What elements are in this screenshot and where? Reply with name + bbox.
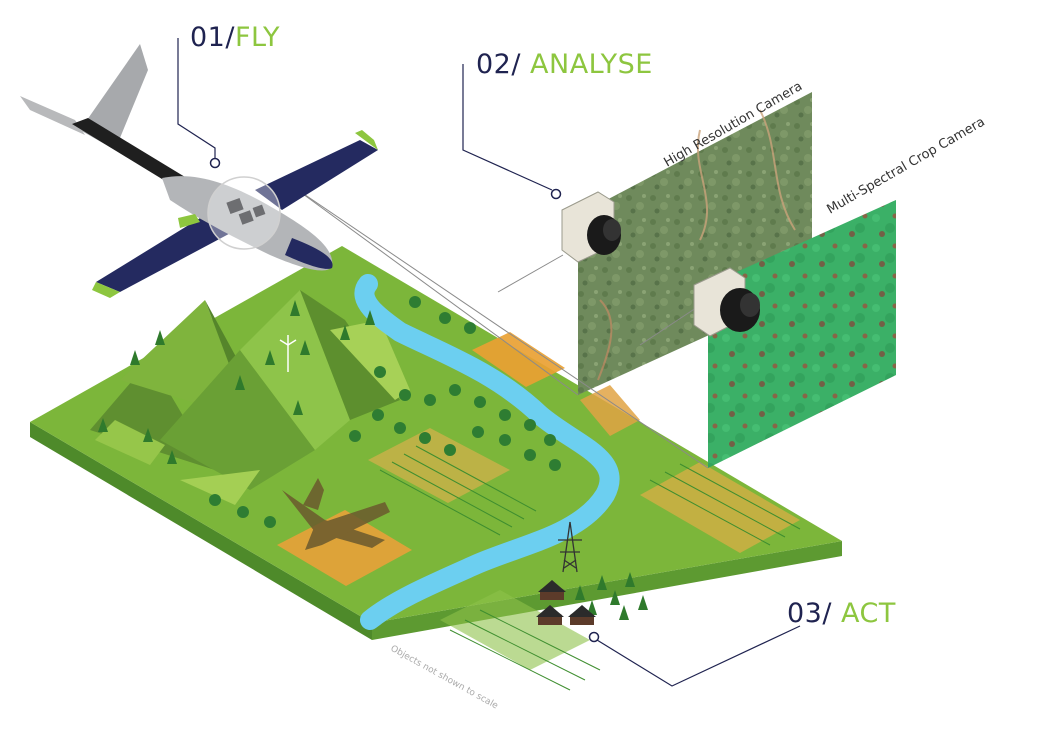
wind-turbine (279, 335, 297, 372)
plane-canard (178, 214, 200, 228)
field-orange-6 (440, 590, 590, 670)
plane-left-wing (96, 215, 240, 292)
step-02-word: ANALYSE (530, 49, 653, 80)
field-orange-1 (277, 510, 412, 586)
step-03-act: 03/ ACT (787, 598, 896, 629)
plane-shadow (282, 478, 390, 550)
plane-nose (285, 238, 333, 269)
projection-lines (291, 185, 709, 469)
field-orange-5 (640, 462, 800, 553)
step-03-word: ACT (841, 598, 896, 629)
airplane (20, 44, 378, 298)
field-orange-4 (368, 428, 510, 503)
callout-leaders (177, 38, 801, 687)
ground-map (30, 246, 842, 691)
transmission-tower (558, 521, 582, 573)
crop-rows (379, 445, 801, 691)
multispectral-image (708, 200, 896, 468)
step-01-number: 01/ (190, 22, 235, 53)
river (354, 274, 620, 630)
analyse-callout-dot (550, 188, 562, 200)
step-01-word: FLY (234, 22, 280, 53)
plane-right-wingtip (355, 130, 378, 150)
plane-left-wingtip (92, 282, 120, 298)
fly-leader-line (177, 38, 216, 158)
conifer-trees (98, 300, 648, 620)
plane-right-wing (255, 140, 378, 210)
multispectral-camera-label: Multi-Spectral Crop Camera (825, 115, 988, 218)
analyse-leader-line (462, 64, 553, 191)
step-02-number: 02/ (476, 49, 531, 80)
plane-tail-stab (20, 96, 85, 135)
act-leader-line (596, 625, 801, 687)
multispectral-camera-icon (693, 267, 760, 337)
fly-callout-dot (209, 157, 221, 169)
step-03-number: 03/ (787, 598, 842, 629)
callout-dots (209, 157, 600, 643)
scale-footnote: Objects not shown to scale (389, 644, 500, 712)
palm-trees (209, 296, 561, 528)
high-res-image (578, 92, 812, 395)
act-callout-dot (588, 631, 600, 643)
step-02-analyse: 02/ ANALYSE (476, 49, 653, 80)
plane-payload-icon (226, 197, 266, 225)
plane-boom (72, 118, 190, 190)
ground-side-left (30, 422, 372, 640)
houses (536, 580, 596, 625)
field-orange-3 (580, 385, 640, 436)
high-res-camera-icon (561, 191, 621, 263)
step-01-fly: 01/FLY (190, 22, 280, 53)
field-orange-2 (472, 332, 565, 387)
